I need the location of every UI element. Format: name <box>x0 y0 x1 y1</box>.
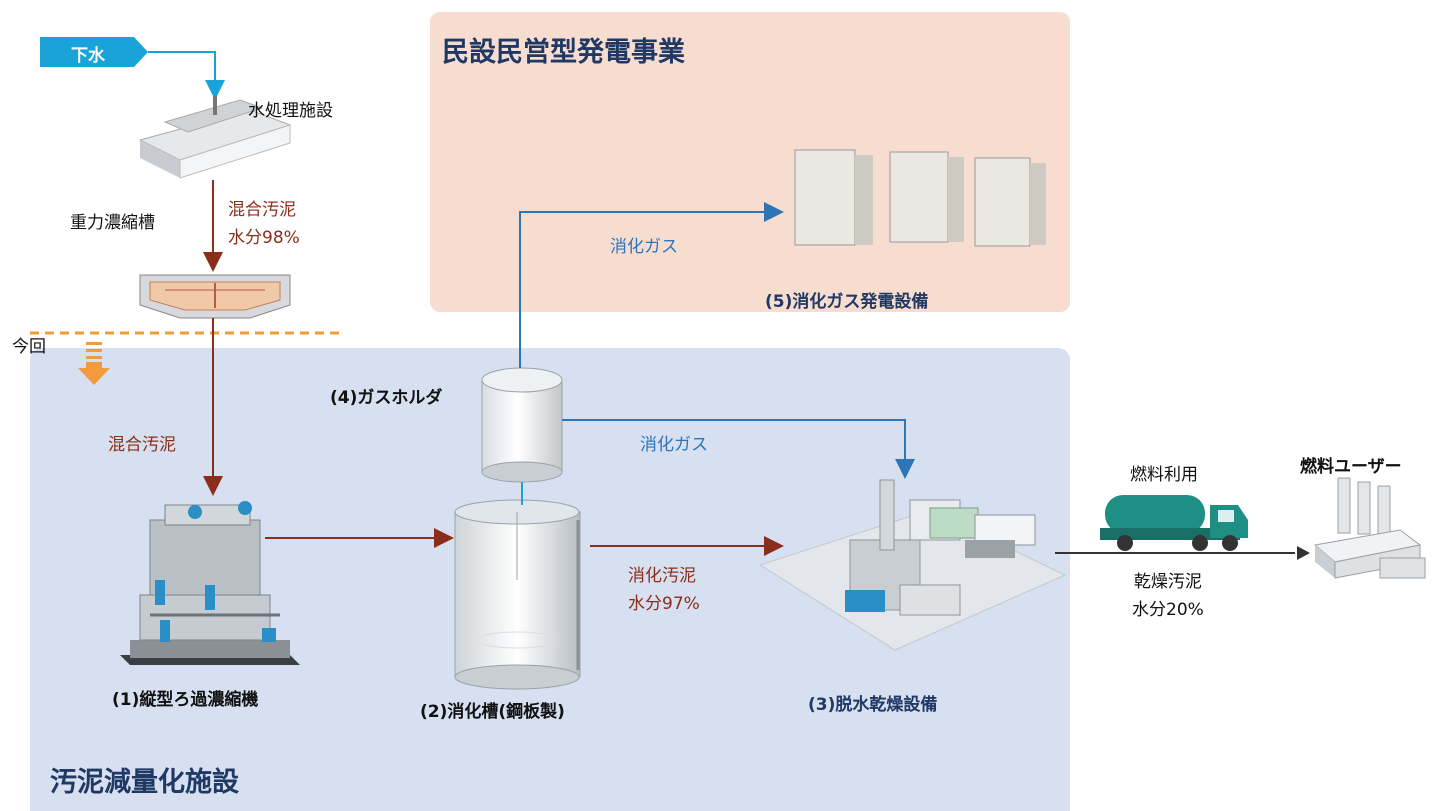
mixed-sludge-label: 混合汚泥 <box>108 435 176 455</box>
gravity-thickener-illustration <box>139 274 291 319</box>
fuel-user-label: 燃料ユーザー <box>1300 457 1402 477</box>
digested-sludge-97-label: 消化汚泥 水分97% <box>628 566 700 614</box>
water-treatment-facility-illustration <box>138 96 292 179</box>
fuel-user-factory-icon <box>1313 477 1426 579</box>
vertical-filtration-thickener-illustration <box>120 501 300 665</box>
dried-sludge-20-label: 乾燥汚泥 水分20% <box>1132 572 1204 620</box>
dried-sludge-arrowhead <box>1297 546 1310 560</box>
sewage-inlet-tag: 下水 <box>40 37 148 67</box>
vertical-thickener-label: (1)縦型ろ過濃縮機 <box>112 690 259 710</box>
this-time-label: 今回 <box>12 337 46 357</box>
scope-down-arrow-icon <box>78 342 110 385</box>
mixed-sludge-98-label: 混合汚泥 水分98% <box>228 200 300 248</box>
digester-tank-illustration <box>454 499 581 690</box>
gas-holder-illustration <box>481 367 563 505</box>
gas-holder-label: (4)ガスホルダ <box>330 388 443 408</box>
fuel-use-label: 燃料利用 <box>1130 465 1198 485</box>
digester-label: (2)消化槽(鋼板製) <box>420 702 565 722</box>
dewatering-drying-label: (3)脱水乾燥設備 <box>808 695 938 715</box>
sewage-inlet-label: 下水 <box>71 46 105 66</box>
dewatering-drying-plant-illustration <box>758 479 1067 651</box>
digestion-gas-upper-label: 消化ガス <box>610 237 678 257</box>
water-treatment-label: 水処理施設 <box>248 101 333 121</box>
gas-power-generators-illustration <box>794 149 1046 247</box>
sewage-inflow-arrow <box>148 51 225 100</box>
power-facility-label: (5)消化ガス発電設備 <box>765 292 929 312</box>
private-power-region-title: 民設民営型発電事業 <box>442 37 685 68</box>
digestion-gas-lower-label: 消化ガス <box>640 435 708 455</box>
sludge-region-title: 汚泥減量化施設 <box>50 767 239 798</box>
tanker-truck-icon <box>1100 495 1248 551</box>
digestion-gas-to-power-arrow <box>519 202 784 368</box>
gravity-thickener-label: 重力濃縮槽 <box>70 213 155 233</box>
digestion-gas-to-dryer-arrow <box>562 419 915 479</box>
